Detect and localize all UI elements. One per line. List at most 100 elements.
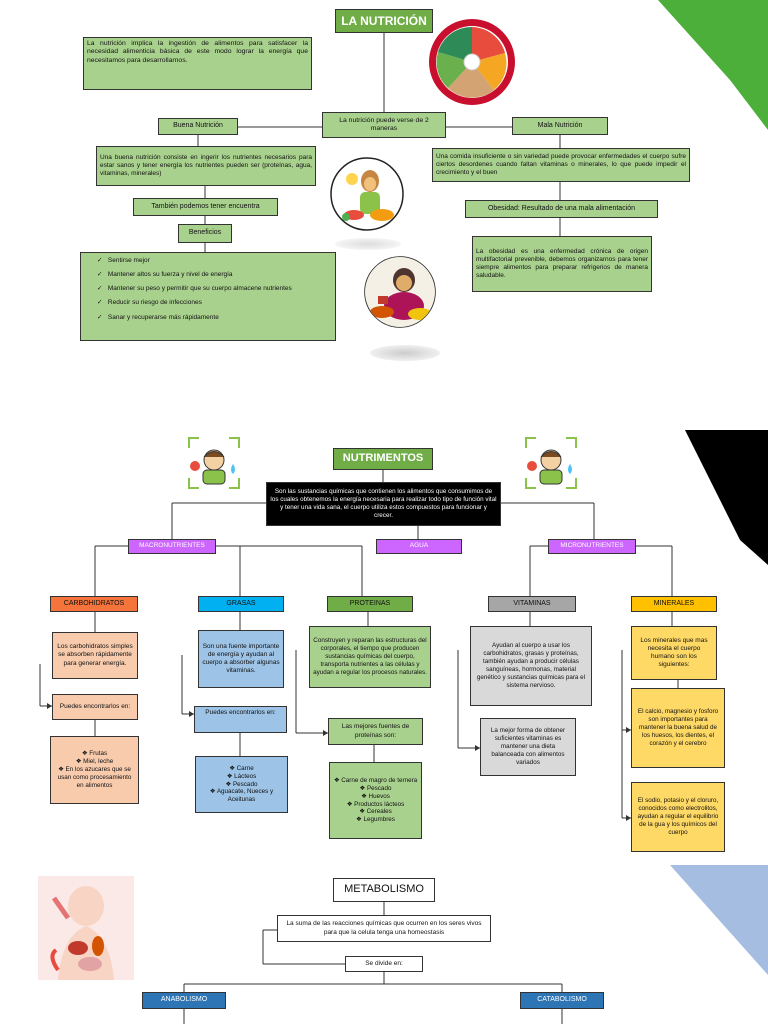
anabolismo-box: ANABOLISMO <box>142 992 226 1009</box>
buena-nutricion-title: Buena Nutrición <box>158 118 238 135</box>
item-text: Huevos <box>368 792 390 800</box>
list-item: ❖ Cereales <box>359 808 392 816</box>
blue-corner-shape <box>670 865 768 975</box>
diamond-bullet-icon: ❖ <box>359 784 367 792</box>
kid-nutrition-icon <box>525 437 577 489</box>
list-item: ❖ Pescado <box>360 785 392 793</box>
proteinas-title: PROTEINAS <box>327 596 413 612</box>
vitaminas-title: VITAMINAS <box>488 596 576 612</box>
item-text: Aguacate, Nueces y Aceitunas <box>216 788 274 804</box>
list-item: ❖ Huevos <box>361 793 390 801</box>
check-bullet-icon: ✓ <box>97 313 105 321</box>
diamond-bullet-icon: ❖ <box>209 788 217 796</box>
vitaminas-mejor: La mejor forma de obtener suficientes vi… <box>480 718 576 776</box>
beneficio-text: Mantener su peso y permitir que su cuerp… <box>107 285 292 293</box>
micronutrientes-box: MICRONUTRIENTES <box>548 539 636 554</box>
girl-with-food-icon <box>330 157 404 231</box>
list-item: ✓ Reducir su riesgo de infecciones <box>97 299 292 307</box>
minerales-title: MINERALES <box>631 596 717 612</box>
item-text: Cereales <box>366 808 392 816</box>
green-corner-shape <box>658 0 768 130</box>
agua-box: AGUA <box>376 539 462 554</box>
beneficios-items: ✓ Sentirse mejor ✓ Mantener altos su fue… <box>87 257 292 322</box>
human-organs-icon <box>38 876 134 980</box>
grasas-puedes: Puedes encontrarlos en: <box>194 706 287 733</box>
list-item: ❖ Miel, leche <box>76 758 114 766</box>
diamond-bullet-icon: ❖ <box>333 776 342 784</box>
proteinas-desc: Construyen y reparan las estructuras del… <box>309 626 431 688</box>
metabolismo-divide: Se divide en: <box>345 956 423 972</box>
list-item: ❖ Productos lácteos <box>347 801 404 809</box>
diamond-bullet-icon: ❖ <box>81 750 90 758</box>
black-corner-shape <box>685 430 768 565</box>
proteinas-mejores: Las mejores fuentes de proteínas son: <box>328 718 423 745</box>
item-text: Carne <box>236 764 254 772</box>
grasas-list: ❖ Carne ❖ Lácteos ❖ Pescado ❖ Aguacate, … <box>195 756 288 813</box>
beneficios-box: Beneficios <box>178 224 232 243</box>
mala-nutricion-title: Mala Nutrición <box>512 117 608 135</box>
check-bullet-icon: ✓ <box>97 271 105 279</box>
macronutrientes-box: MACRONUTRIENTES <box>128 539 216 554</box>
list-item: ❖ En los azucares que se usan como proce… <box>54 766 135 790</box>
grasas-title: GRASAS <box>198 596 284 612</box>
diamond-bullet-icon: ❖ <box>225 780 233 788</box>
minerales-desc: Los minerales que mas necesita el cuerpo… <box>631 626 717 680</box>
beneficio-text: Sanar y recuperarse más rápidamente <box>107 313 219 321</box>
list-item: ❖ Aguacate, Nueces y Aceitunas <box>199 788 284 804</box>
boy-eating-icon <box>364 256 436 328</box>
item-text: Miel, leche <box>83 758 114 766</box>
tambien-box: También podemos tener encuentra <box>133 198 278 216</box>
list-item: ❖ Carne <box>229 765 254 773</box>
list-item: ❖ Frutas <box>82 750 107 758</box>
list-item: ❖ Pescado <box>226 781 258 789</box>
grasas-desc: Son una fuente importante de energía y a… <box>198 630 284 688</box>
beneficios-list: ✓ Sentirse mejor ✓ Mantener altos su fue… <box>80 252 336 341</box>
diamond-bullet-icon: ❖ <box>229 764 237 772</box>
minerales-calcio: El calcio, magnesio y fosforo son import… <box>631 688 725 768</box>
list-item: ❖ Lácteos <box>227 773 256 781</box>
carbohidratos-title: CARBOHIDRATOS <box>50 596 138 612</box>
list-item: ✓ Mantener altos su fuerza y nivel de en… <box>97 271 292 279</box>
item-text: Carne de magro de ternera <box>341 776 418 784</box>
diamond-bullet-icon: ❖ <box>359 808 367 816</box>
diamond-bullet-icon: ❖ <box>226 772 235 780</box>
diamond-bullet-icon: ❖ <box>346 800 355 808</box>
proteinas-list: ❖ Carne de magro de ternera ❖ Pescado ❖ … <box>329 762 422 839</box>
shadow <box>335 238 401 250</box>
check-bullet-icon: ✓ <box>97 299 105 307</box>
item-text: Frutas <box>89 750 108 758</box>
metabolismo-title: METABOLISMO <box>333 878 435 902</box>
item-text: Lácteos <box>234 772 257 780</box>
obesidad-desc: La obesidad es una enfermedad crónica de… <box>472 236 652 292</box>
obesidad-title: Obesidad: Resultado de una mala alimenta… <box>465 200 658 218</box>
nutrimentos-intro: Son las sustancias químicas que contiene… <box>266 482 501 526</box>
carbohidratos-puedes: Puedes encontrarlos en: <box>52 694 138 720</box>
buena-nutricion-desc: Una buena nutrición consiste en ingerir … <box>96 146 316 186</box>
list-item: ✓ Sanar y recuperarse más rápidamente <box>97 314 292 322</box>
nutricion-title: LA NUTRICIÓN <box>335 9 433 33</box>
diamond-bullet-icon: ❖ <box>356 816 364 824</box>
check-bullet-icon: ✓ <box>97 285 105 293</box>
check-bullet-icon: ✓ <box>97 257 105 264</box>
list-item: ❖ Carne de magro de ternera <box>334 777 417 785</box>
catabolismo-box: CATABOLISMO <box>520 992 604 1009</box>
minerales-sodio: El sodio, potasio y el cloruro, conocido… <box>631 782 725 852</box>
item-text: En los azucares que se usan como procesa… <box>57 766 132 789</box>
list-item: ✓ Mantener su peso y permitir que su cue… <box>97 285 292 293</box>
nutricion-intro: La nutrición implica la ingestión de ali… <box>83 37 312 90</box>
metabolismo-desc: La suma de las reacciones químicas que o… <box>277 915 491 942</box>
item-text: Legumbres <box>363 816 395 824</box>
diamond-bullet-icon: ❖ <box>75 758 84 766</box>
item-text: Pescado <box>232 780 258 788</box>
diamond-bullet-icon: ❖ <box>361 792 369 800</box>
beneficio-text: Sentirse mejor <box>107 257 150 264</box>
kid-nutrition-icon <box>188 437 240 489</box>
mala-nutricion-desc: Una comida insuficiente o sin variedad p… <box>432 148 690 182</box>
list-item: ✓ Sentirse mejor <box>97 257 292 265</box>
carbohidratos-desc: Los carbohidratos simples se absorben rá… <box>52 632 138 679</box>
nutrimentos-title: NUTRIMENTOS <box>333 448 433 470</box>
list-item: ❖ Legumbres <box>356 816 395 824</box>
carbohidratos-list: ❖ Frutas ❖ Miel, leche ❖ En los azucares… <box>50 736 139 804</box>
item-text: Productos lácteos <box>354 800 405 808</box>
